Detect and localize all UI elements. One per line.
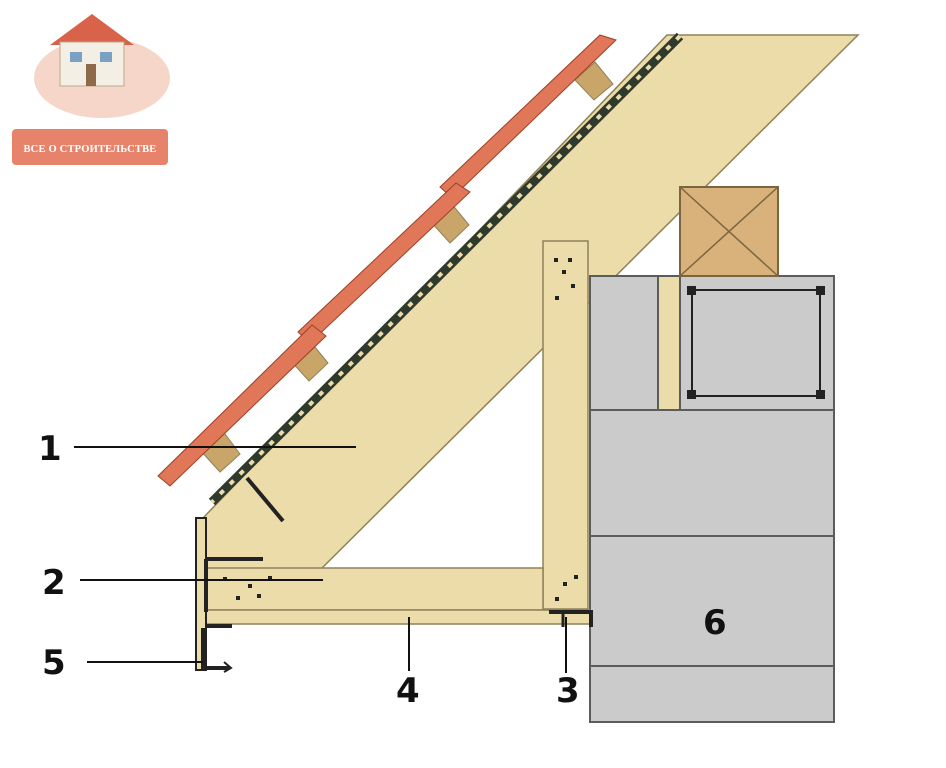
callout-2: 2 <box>42 563 66 603</box>
rebar-dot <box>687 390 696 399</box>
nail <box>248 584 252 588</box>
callout-6: 6 <box>703 603 727 643</box>
masonry-wall <box>589 275 835 723</box>
vertical-post <box>542 240 589 610</box>
rebar-dot <box>816 390 825 399</box>
rebar-dot <box>687 286 696 295</box>
drip-edge-5-tip <box>223 661 233 673</box>
callout-4: 4 <box>396 671 420 711</box>
wall-block <box>589 275 659 411</box>
mauerlat-cross <box>679 186 779 277</box>
logo-caption: ВСЕ О СТРОИТЕЛЬСТВЕ <box>23 144 156 155</box>
roof-tiles <box>157 34 617 487</box>
callout-3: 3 <box>556 671 580 711</box>
rafter-bracket <box>245 476 285 523</box>
wall-block <box>589 535 835 667</box>
bottom-board <box>205 609 591 625</box>
batten <box>574 61 614 101</box>
rebar-dot <box>816 286 825 295</box>
post-nails <box>554 258 578 601</box>
reinforced-belt <box>679 275 835 411</box>
callouts: 1 2 3 4 5 6 <box>38 429 727 711</box>
callout-1: 1 <box>38 429 62 469</box>
horizontal-joist <box>205 567 544 611</box>
nail <box>236 596 240 600</box>
logo-house-roof-icon <box>50 14 134 45</box>
belt-rebar-frame <box>691 289 821 397</box>
wall-block <box>657 275 681 411</box>
nail <box>268 576 272 580</box>
nail <box>563 582 567 586</box>
wall-block <box>589 409 835 537</box>
mauerlat-beam <box>679 186 779 277</box>
logo-house-window-icon <box>100 52 112 62</box>
drip-edge-5 <box>201 628 229 670</box>
nail <box>562 270 566 274</box>
steel-brackets <box>201 557 593 673</box>
wall-block <box>589 665 835 723</box>
leader-lines <box>74 446 567 673</box>
logo-house-window-icon <box>70 52 82 62</box>
logo-house-door-icon <box>86 64 96 86</box>
site-logo: ВСЕ О СТРОИТЕЛЬСТВЕ <box>12 14 170 165</box>
nail <box>554 258 558 262</box>
roof-membrane-dashes <box>210 34 682 504</box>
logo-badge <box>12 129 168 165</box>
nail <box>568 258 572 262</box>
nail <box>257 594 261 598</box>
roof-tile <box>157 324 327 487</box>
nail <box>574 575 578 579</box>
callout-5: 5 <box>42 643 66 683</box>
nail <box>571 284 575 288</box>
nail <box>555 597 559 601</box>
nail <box>555 296 559 300</box>
